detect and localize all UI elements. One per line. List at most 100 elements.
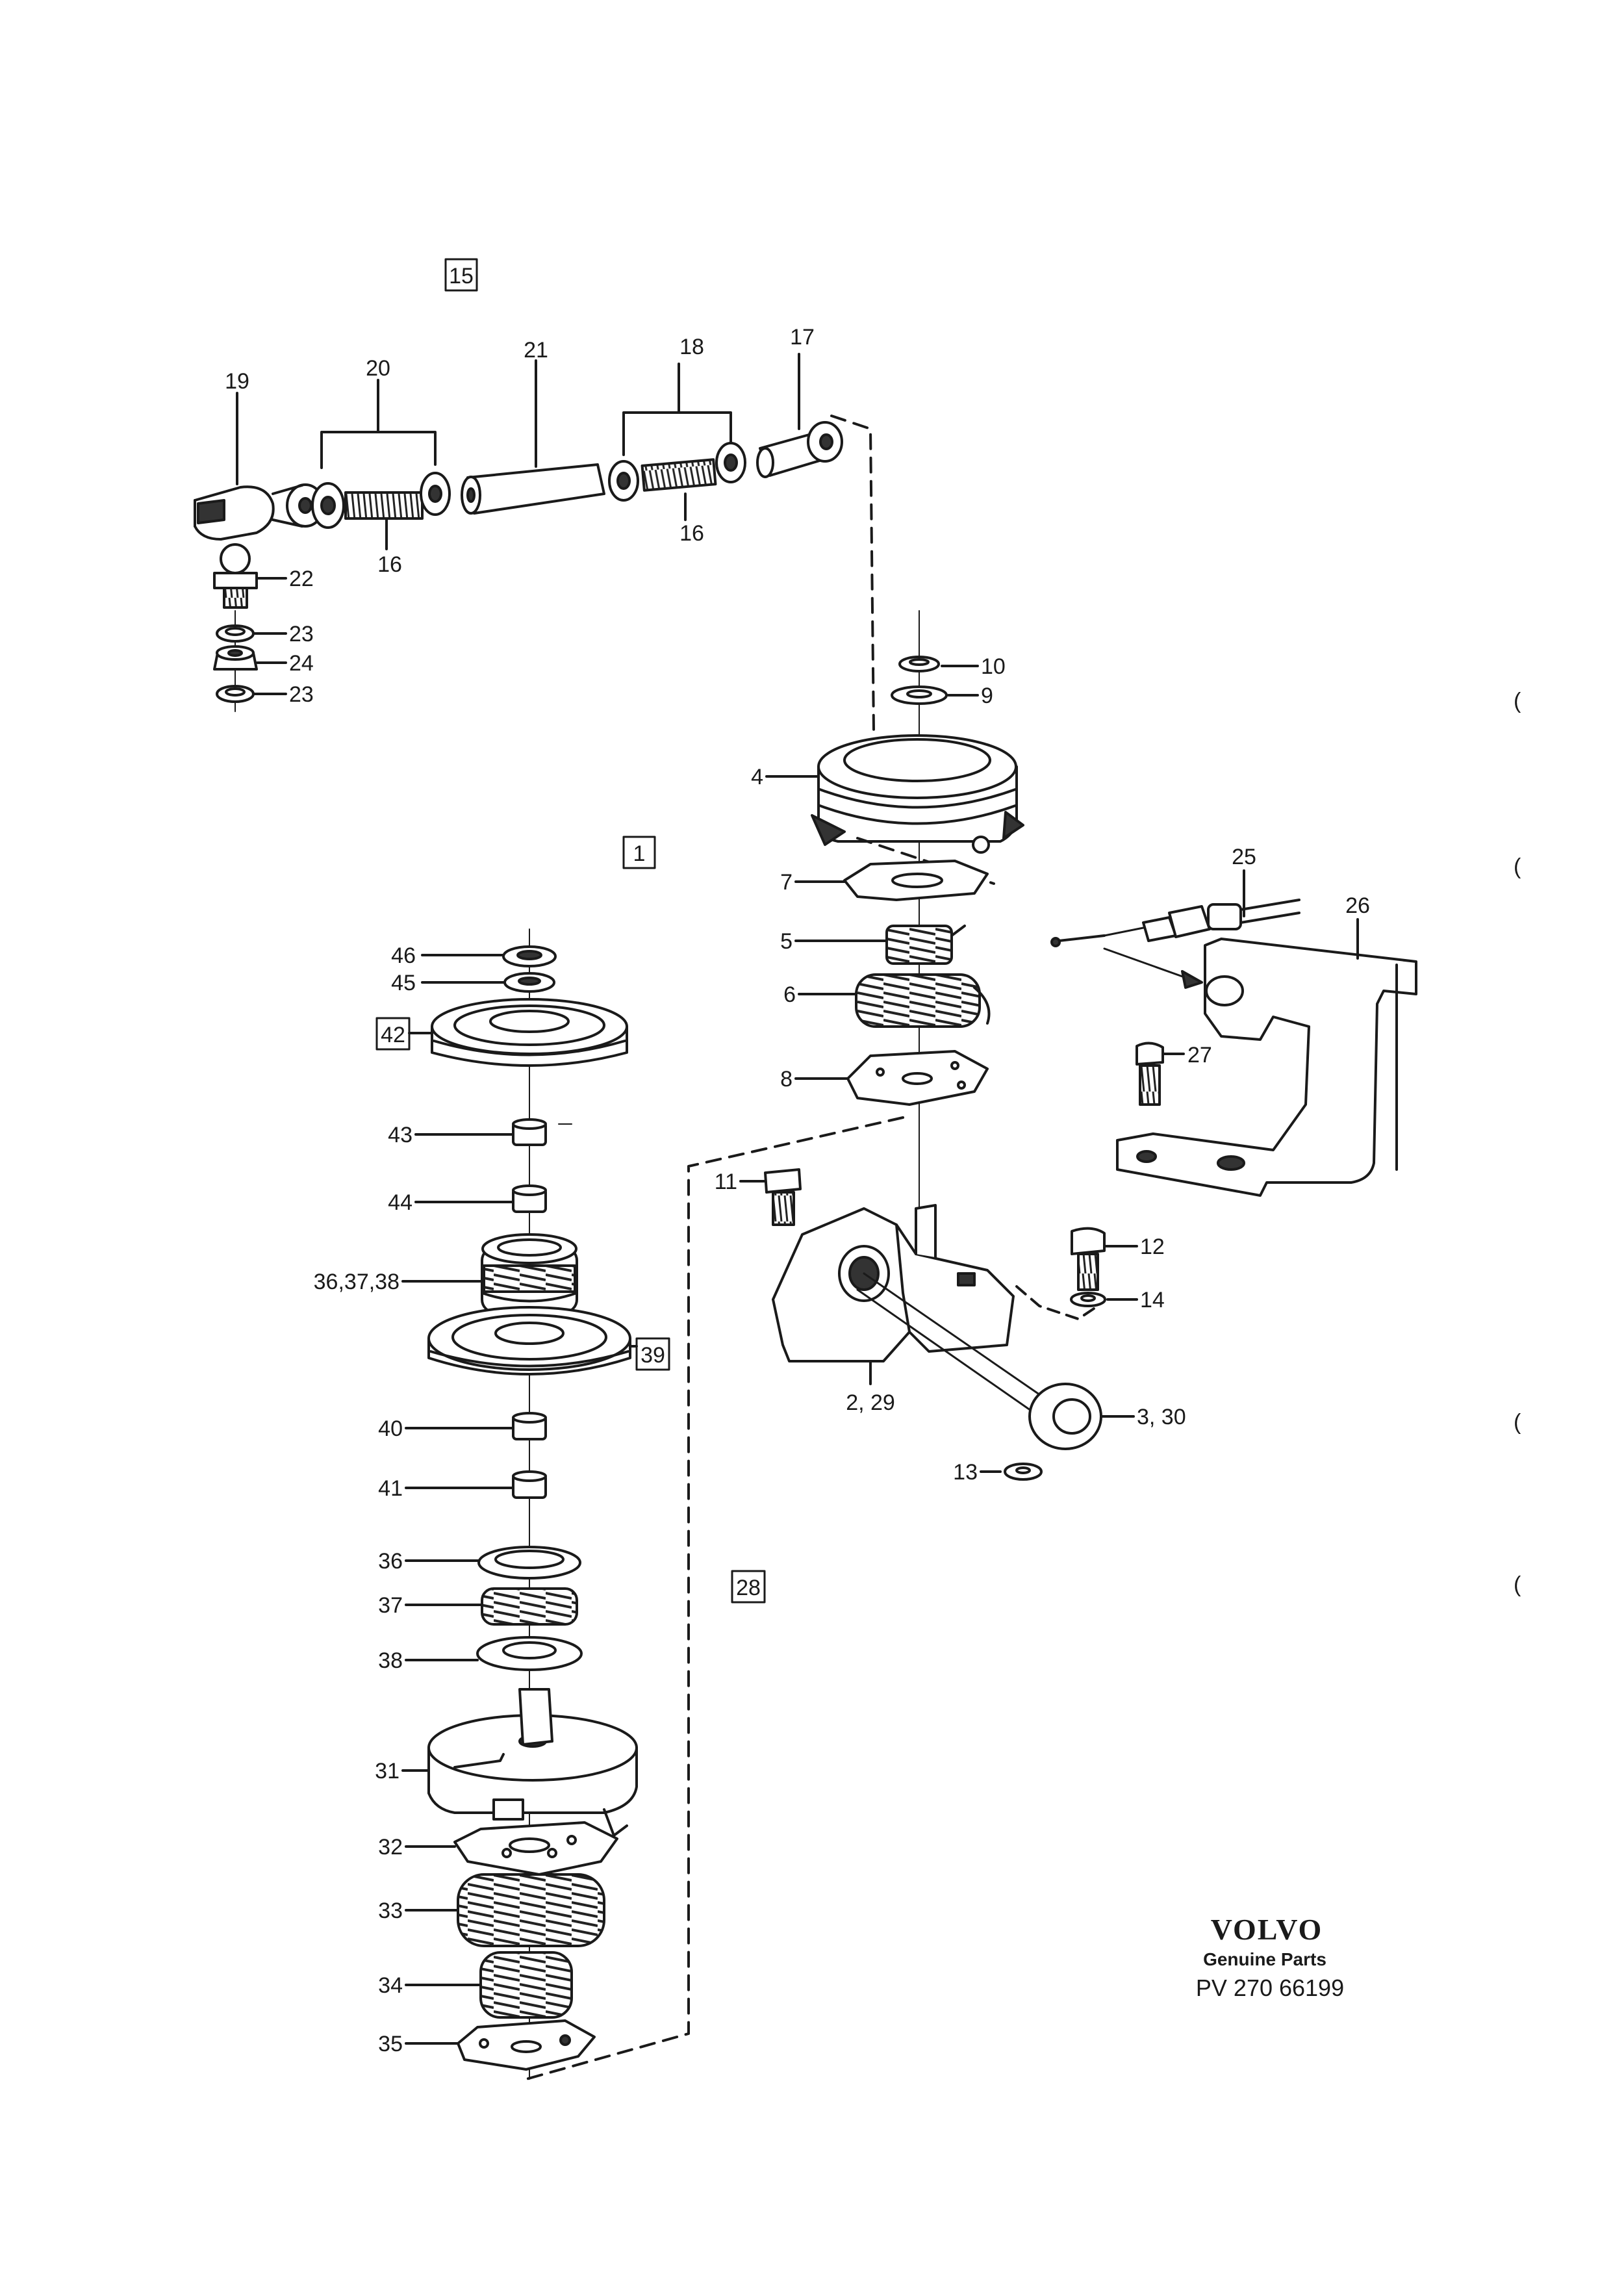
nut-20-right [420, 472, 451, 516]
label-16-right: 16 [679, 521, 704, 546]
label-23-top: 23 [289, 622, 314, 646]
label-23-bottom: 23 [289, 682, 314, 707]
cable-25 [1050, 869, 1300, 947]
label-9: 9 [981, 684, 993, 708]
label-4: 4 [751, 765, 763, 789]
left-stack [401, 928, 638, 2080]
label-43: 43 [388, 1123, 412, 1147]
label-36-37-38: 36,37,38 [314, 1270, 400, 1294]
label-20: 20 [366, 356, 390, 381]
pulley-39 [427, 1306, 638, 1375]
cover-31 [401, 1688, 638, 1837]
margin-mark-1: ( [1514, 689, 1521, 713]
bracket-20 [320, 431, 437, 469]
bushing-3-30 [1028, 1383, 1135, 1450]
ref-box-1: 1 [633, 841, 646, 866]
plate-8 [794, 1050, 989, 1106]
margin-mark-4: ( [1514, 1572, 1521, 1597]
label-19: 19 [225, 369, 249, 394]
cable-bracket-assembly [1050, 869, 1417, 1197]
label-32: 32 [378, 1835, 403, 1860]
label-2-29: 2, 29 [846, 1390, 895, 1415]
label-13: 13 [953, 1460, 978, 1485]
washer-14 [1070, 1292, 1138, 1307]
nut-18-right [715, 442, 746, 483]
label-40: 40 [378, 1416, 403, 1441]
label-14: 14 [1140, 1288, 1165, 1312]
washer-10 [898, 656, 979, 672]
label-5: 5 [780, 929, 793, 954]
label-33: 33 [378, 1899, 403, 1923]
bolt-27 [1136, 1042, 1185, 1106]
washer-45 [421, 972, 555, 993]
label-10: 10 [981, 654, 1006, 679]
label-26: 26 [1345, 893, 1370, 918]
threaded-rod-16-left [344, 491, 424, 520]
centre-assembly [525, 610, 1138, 2080]
label-17: 17 [790, 325, 815, 350]
ball-socket-19 [194, 483, 325, 541]
spring-33 [405, 1873, 605, 1947]
plate-7 [794, 860, 989, 901]
ball-stud-22 [213, 543, 287, 609]
brand-logo: VOLVO [1211, 1913, 1323, 1946]
ring-36 [405, 1546, 581, 1579]
washer-23-bottom [216, 685, 287, 703]
bushing-40 [405, 1412, 547, 1440]
end-fitting-17 [756, 421, 843, 478]
margin-mark-3: ( [1514, 1410, 1521, 1435]
ref-box-28: 28 [736, 1576, 761, 1600]
label-46: 46 [391, 943, 416, 968]
label-18: 18 [679, 335, 704, 359]
plate-35 [405, 2019, 596, 2071]
label-44: 44 [388, 1190, 412, 1215]
label-31: 31 [375, 1759, 400, 1784]
label-3-30: 3, 30 [1137, 1405, 1186, 1429]
bushing-44 [414, 1184, 547, 1213]
brand-tagline: Genuine Parts [1203, 1949, 1326, 1969]
label-7: 7 [780, 870, 793, 895]
label-12: 12 [1140, 1234, 1165, 1259]
spring-34 [405, 1951, 573, 2019]
label-37: 37 [378, 1593, 403, 1618]
spring-5 [794, 925, 966, 965]
bracket-2-29 [772, 1204, 1054, 1418]
rod-assembly [194, 353, 843, 712]
label-6: 6 [783, 982, 796, 1007]
label-11: 11 [715, 1170, 737, 1194]
bushing-43 [414, 1118, 572, 1146]
spring-6 [798, 973, 991, 1028]
bolt-12 [1071, 1227, 1138, 1291]
label-36: 36 [378, 1549, 403, 1574]
washer-13 [980, 1463, 1043, 1481]
nut-20-left [311, 482, 345, 529]
bracket-18 [622, 411, 732, 456]
spring-37 [405, 1587, 578, 1626]
label-34: 34 [378, 1973, 403, 1998]
nut-24 [213, 645, 287, 671]
margin-mark-2: ( [1514, 854, 1521, 879]
label-24: 24 [289, 651, 314, 676]
label-21: 21 [524, 338, 548, 363]
ring-38 [405, 1636, 583, 1671]
washer-9 [891, 685, 979, 705]
label-38: 38 [378, 1648, 403, 1673]
label-35: 35 [378, 2032, 403, 2056]
washer-23-top [216, 624, 287, 643]
spring-pack-36-37-38 [401, 1233, 578, 1314]
label-25: 25 [1232, 845, 1256, 869]
housing-4 [765, 734, 1024, 854]
part-reference: PV 270 66199 [1196, 1975, 1344, 2001]
pulley-42 [408, 998, 628, 1067]
washer-46 [421, 945, 557, 967]
sleeve-21 [461, 463, 605, 515]
ref-box-39: 39 [641, 1343, 665, 1368]
label-22: 22 [289, 567, 314, 591]
plate-32 [405, 1821, 618, 1876]
ref-box-42: 42 [381, 1023, 405, 1047]
bushing-41 [405, 1470, 547, 1499]
threaded-rod-16-right [641, 458, 717, 492]
label-8: 8 [780, 1067, 793, 1092]
nut-18-left [608, 460, 639, 502]
